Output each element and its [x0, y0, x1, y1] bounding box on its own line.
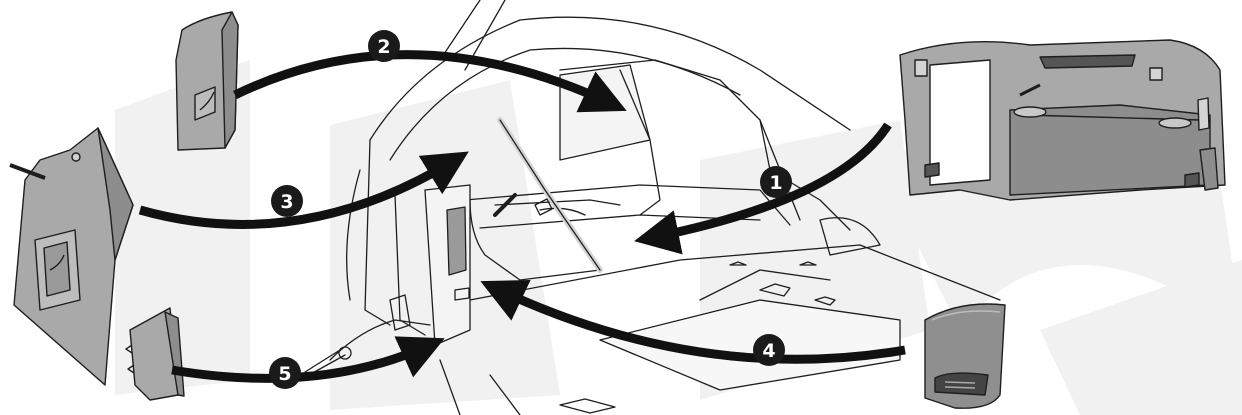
callout-4-label: 4	[762, 340, 775, 362]
callout-1-label: 1	[769, 172, 782, 194]
arrow-2	[235, 55, 612, 104]
callout-1: 1	[760, 166, 792, 198]
callout-4: 4	[753, 334, 785, 366]
callout-5: 5	[269, 357, 301, 389]
callout-2: 2	[368, 30, 400, 62]
part-c-pillar-trim	[10, 128, 133, 385]
callout-3-label: 3	[280, 191, 293, 213]
part-side-trim-panel	[900, 40, 1225, 200]
callout-5-label: 5	[278, 363, 291, 385]
callout-2-label: 2	[377, 36, 390, 58]
callout-3: 3	[271, 185, 303, 217]
part-sill-side-cover	[925, 304, 1005, 408]
part-d-pillar-trim	[176, 12, 238, 150]
